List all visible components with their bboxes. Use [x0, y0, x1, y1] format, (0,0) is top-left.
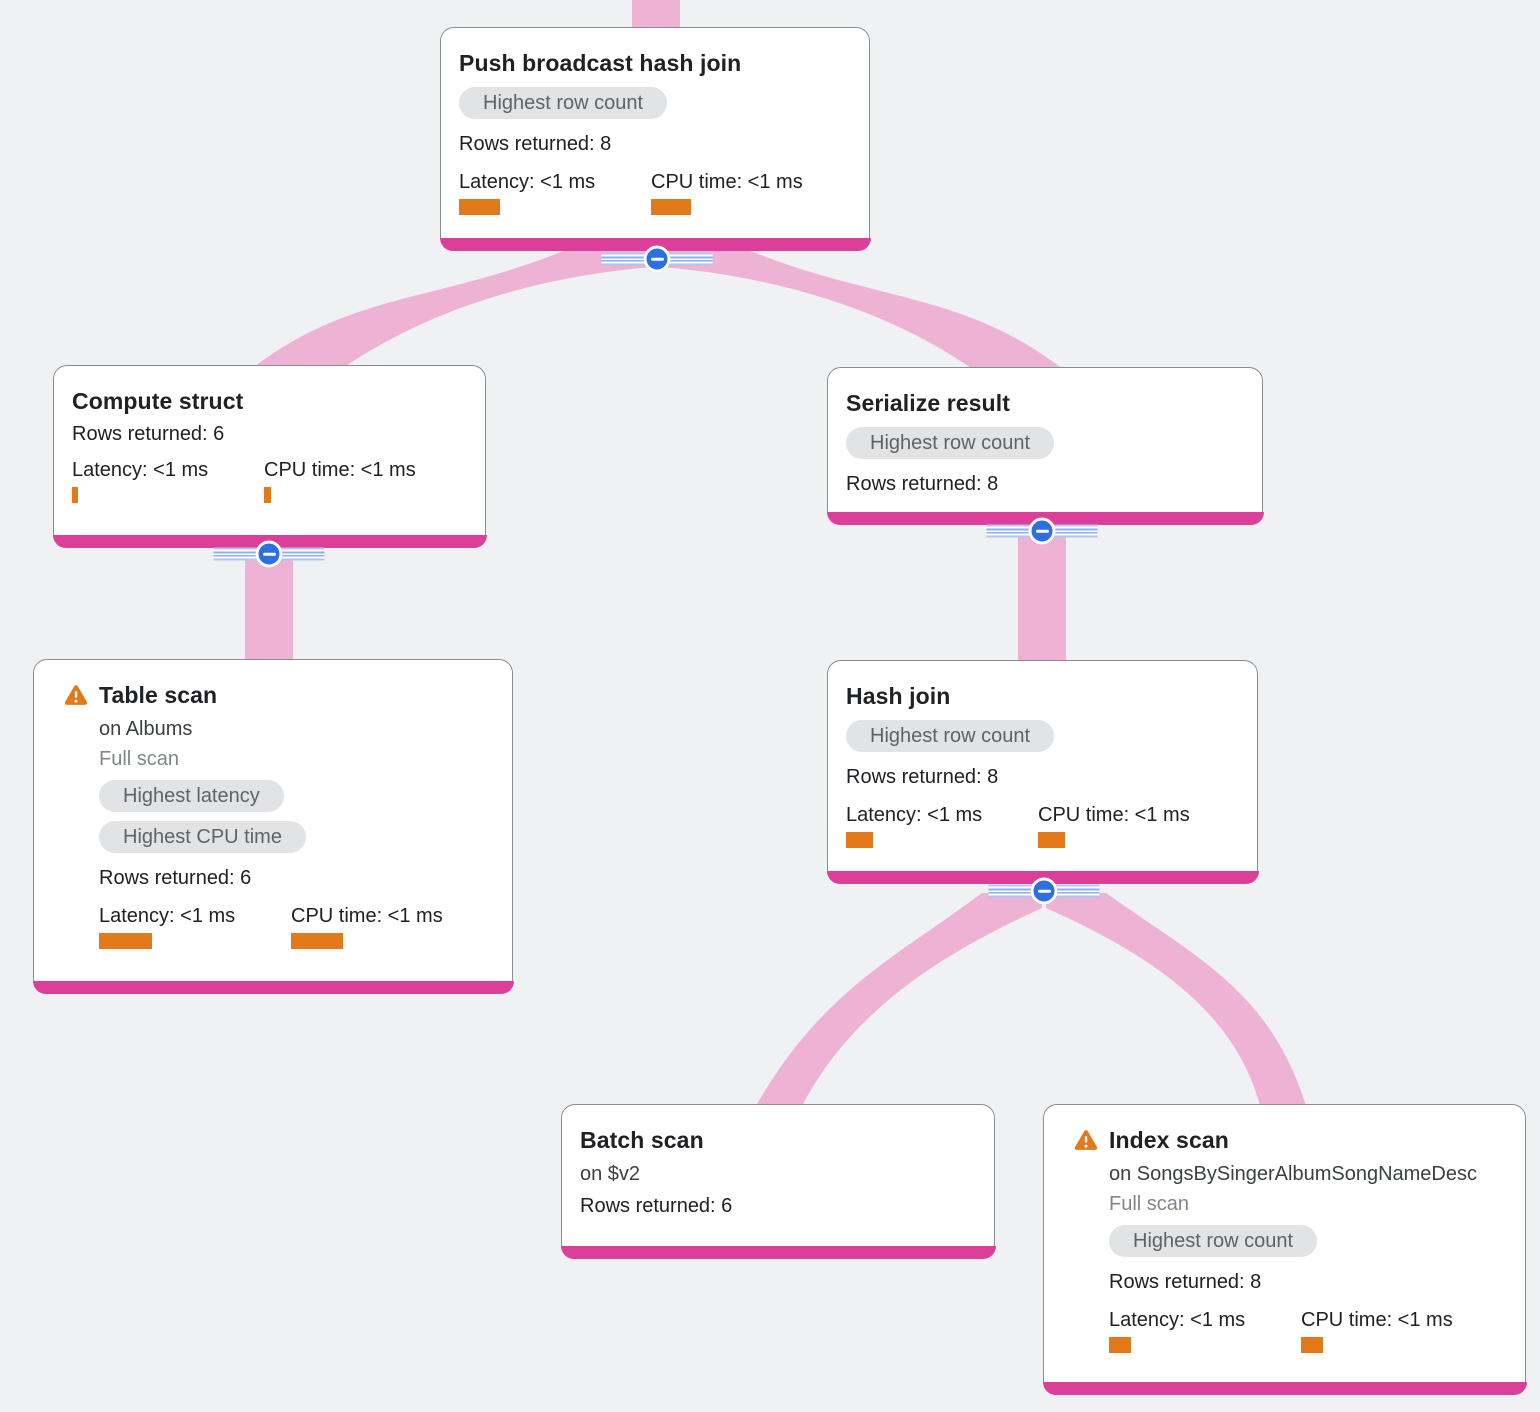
- node-subtitle: on Albums: [99, 718, 193, 740]
- node-accent-bar: [560, 1245, 996, 1259]
- node-subtitle: on $v2: [580, 1163, 641, 1185]
- latency-metric: Latency: <1 ms: [99, 904, 291, 949]
- collapse-control-hash-join[interactable]: [988, 877, 1100, 905]
- collapse-control-push-broadcast-hash-join[interactable]: [601, 245, 713, 273]
- cpu-metric: CPU time: <1 ms: [1301, 1308, 1507, 1353]
- rows-returned: Rows returned: 6: [72, 423, 225, 445]
- edge-stripes-left: [988, 884, 1033, 898]
- node-title: Serialize result: [846, 390, 1010, 416]
- minus-icon: [262, 552, 276, 556]
- node-accent-bar: [826, 870, 1259, 884]
- cpu-metric: CPU time: <1 ms: [1038, 803, 1239, 848]
- minus-icon: [1035, 529, 1049, 533]
- warning-icon: [1074, 1130, 1098, 1150]
- edge-root-to-compute-struct: [250, 250, 666, 370]
- minus-icon: [1037, 889, 1051, 893]
- cpu-metric: CPU time: <1 ms: [651, 170, 851, 215]
- rows-returned: Rows returned: 8: [459, 133, 612, 155]
- cpu-metric: CPU time: <1 ms: [264, 458, 467, 503]
- badge-highest-row-count: Highest row count: [459, 87, 668, 119]
- metrics-row: Latency: <1 ms CPU time: <1 ms: [1109, 1308, 1507, 1353]
- cpu-time-bar: [1038, 832, 1065, 848]
- latency-metric: Latency: <1 ms: [72, 458, 264, 503]
- latency-label: Latency: <1 ms: [459, 171, 596, 193]
- edge-stripes-left: [601, 252, 646, 266]
- collapse-minus-button[interactable]: [1028, 517, 1056, 545]
- edge-stripes-right: [1053, 524, 1098, 538]
- edge-stripes-left: [986, 524, 1031, 538]
- collapse-minus-button[interactable]: [1030, 877, 1058, 905]
- node-accent-bar: [32, 980, 514, 994]
- metrics-row: Latency: <1 ms CPU time: <1 ms: [459, 170, 851, 215]
- node-title: Hash join: [846, 683, 951, 709]
- node-card-serialize-result[interactable]: Serialize result Highest row count Rows …: [826, 367, 1264, 525]
- collapse-control-serialize-result[interactable]: [986, 517, 1098, 545]
- latency-metric: Latency: <1 ms: [1109, 1308, 1301, 1353]
- latency-metric: Latency: <1 ms: [459, 170, 651, 215]
- node-title: Compute struct: [72, 388, 244, 414]
- edge-hash-join-to-batch-scan: [756, 893, 1042, 1106]
- latency-label: Latency: <1 ms: [1109, 1309, 1246, 1331]
- cpu-time-label: CPU time: <1 ms: [1038, 804, 1190, 826]
- badge-highest-row-count: Highest row count: [846, 720, 1055, 752]
- latency-metric: Latency: <1 ms: [846, 803, 1038, 848]
- latency-bar: [846, 832, 873, 848]
- collapse-minus-button[interactable]: [255, 540, 283, 568]
- cpu-metric: CPU time: <1 ms: [291, 904, 494, 949]
- cpu-time-bar: [264, 487, 271, 503]
- latency-label: Latency: <1 ms: [72, 459, 209, 481]
- node-card-compute-struct[interactable]: Compute struct Rows returned: 6 Latency:…: [52, 365, 487, 548]
- edge-root-to-serialize-result: [648, 250, 1064, 370]
- node-subtitle: on SongsBySingerAlbumSongNameDesc: [1109, 1163, 1477, 1185]
- rows-returned: Rows returned: 6: [580, 1195, 733, 1217]
- scan-type-label: Full scan: [1109, 1193, 1190, 1215]
- rows-returned: Rows returned: 8: [1109, 1271, 1262, 1293]
- edge-stripes-right: [668, 252, 713, 266]
- scan-type-label: Full scan: [99, 748, 180, 770]
- rows-returned: Rows returned: 6: [99, 867, 252, 889]
- node-card-table-scan[interactable]: Table scan on Albums Full scan Highest l…: [32, 659, 514, 994]
- latency-label: Latency: <1 ms: [99, 905, 236, 927]
- collapse-control-compute-struct[interactable]: [213, 540, 325, 568]
- latency-bar: [1109, 1337, 1131, 1353]
- node-title: Batch scan: [580, 1127, 704, 1153]
- edge-hash-join-to-index-scan: [1046, 893, 1306, 1106]
- metrics-row: Latency: <1 ms CPU time: <1 ms: [99, 904, 494, 949]
- badge-highest-latency: Highest latency: [99, 780, 284, 812]
- edge-stripes-right: [280, 547, 325, 561]
- cpu-time-bar: [651, 199, 691, 215]
- badge-highest-row-count: Highest row count: [1109, 1225, 1318, 1257]
- node-card-push-broadcast-hash-join[interactable]: Push broadcast hash join Highest row cou…: [439, 27, 871, 251]
- latency-bar: [459, 199, 500, 215]
- latency-label: Latency: <1 ms: [846, 804, 983, 826]
- node-title: Push broadcast hash join: [459, 50, 742, 76]
- cpu-time-label: CPU time: <1 ms: [264, 459, 416, 481]
- minus-icon: [650, 257, 664, 261]
- metrics-row: Latency: <1 ms CPU time: <1 ms: [72, 458, 467, 503]
- cpu-time-bar: [1301, 1337, 1323, 1353]
- cpu-time-bar: [291, 933, 343, 949]
- edge-stripes-right: [1055, 884, 1100, 898]
- badge-highest-cpu-time: Highest CPU time: [99, 821, 306, 853]
- node-card-hash-join[interactable]: Hash join Highest row count Rows returne…: [826, 660, 1259, 884]
- node-card-index-scan[interactable]: Index scan on SongsBySingerAlbumSongName…: [1042, 1104, 1527, 1395]
- cpu-time-label: CPU time: <1 ms: [291, 905, 443, 927]
- latency-bar: [72, 487, 78, 503]
- rows-returned: Rows returned: 8: [846, 766, 999, 788]
- node-title: Table scan: [99, 682, 218, 708]
- metrics-row: Latency: <1 ms CPU time: <1 ms: [846, 803, 1239, 848]
- rows-returned: Rows returned: 8: [846, 473, 999, 495]
- edge-stripes-left: [213, 547, 258, 561]
- latency-bar: [99, 933, 152, 949]
- node-accent-bar: [1042, 1381, 1527, 1395]
- badge-highest-row-count: Highest row count: [846, 427, 1055, 459]
- node-title: Index scan: [1109, 1127, 1229, 1153]
- cpu-time-label: CPU time: <1 ms: [651, 171, 803, 193]
- cpu-time-label: CPU time: <1 ms: [1301, 1309, 1453, 1331]
- node-card-batch-scan[interactable]: Batch scan on $v2 Rows returned: 6: [560, 1104, 996, 1259]
- collapse-minus-button[interactable]: [643, 245, 671, 273]
- warning-icon: [64, 685, 88, 705]
- node-accent-bar: [439, 237, 871, 251]
